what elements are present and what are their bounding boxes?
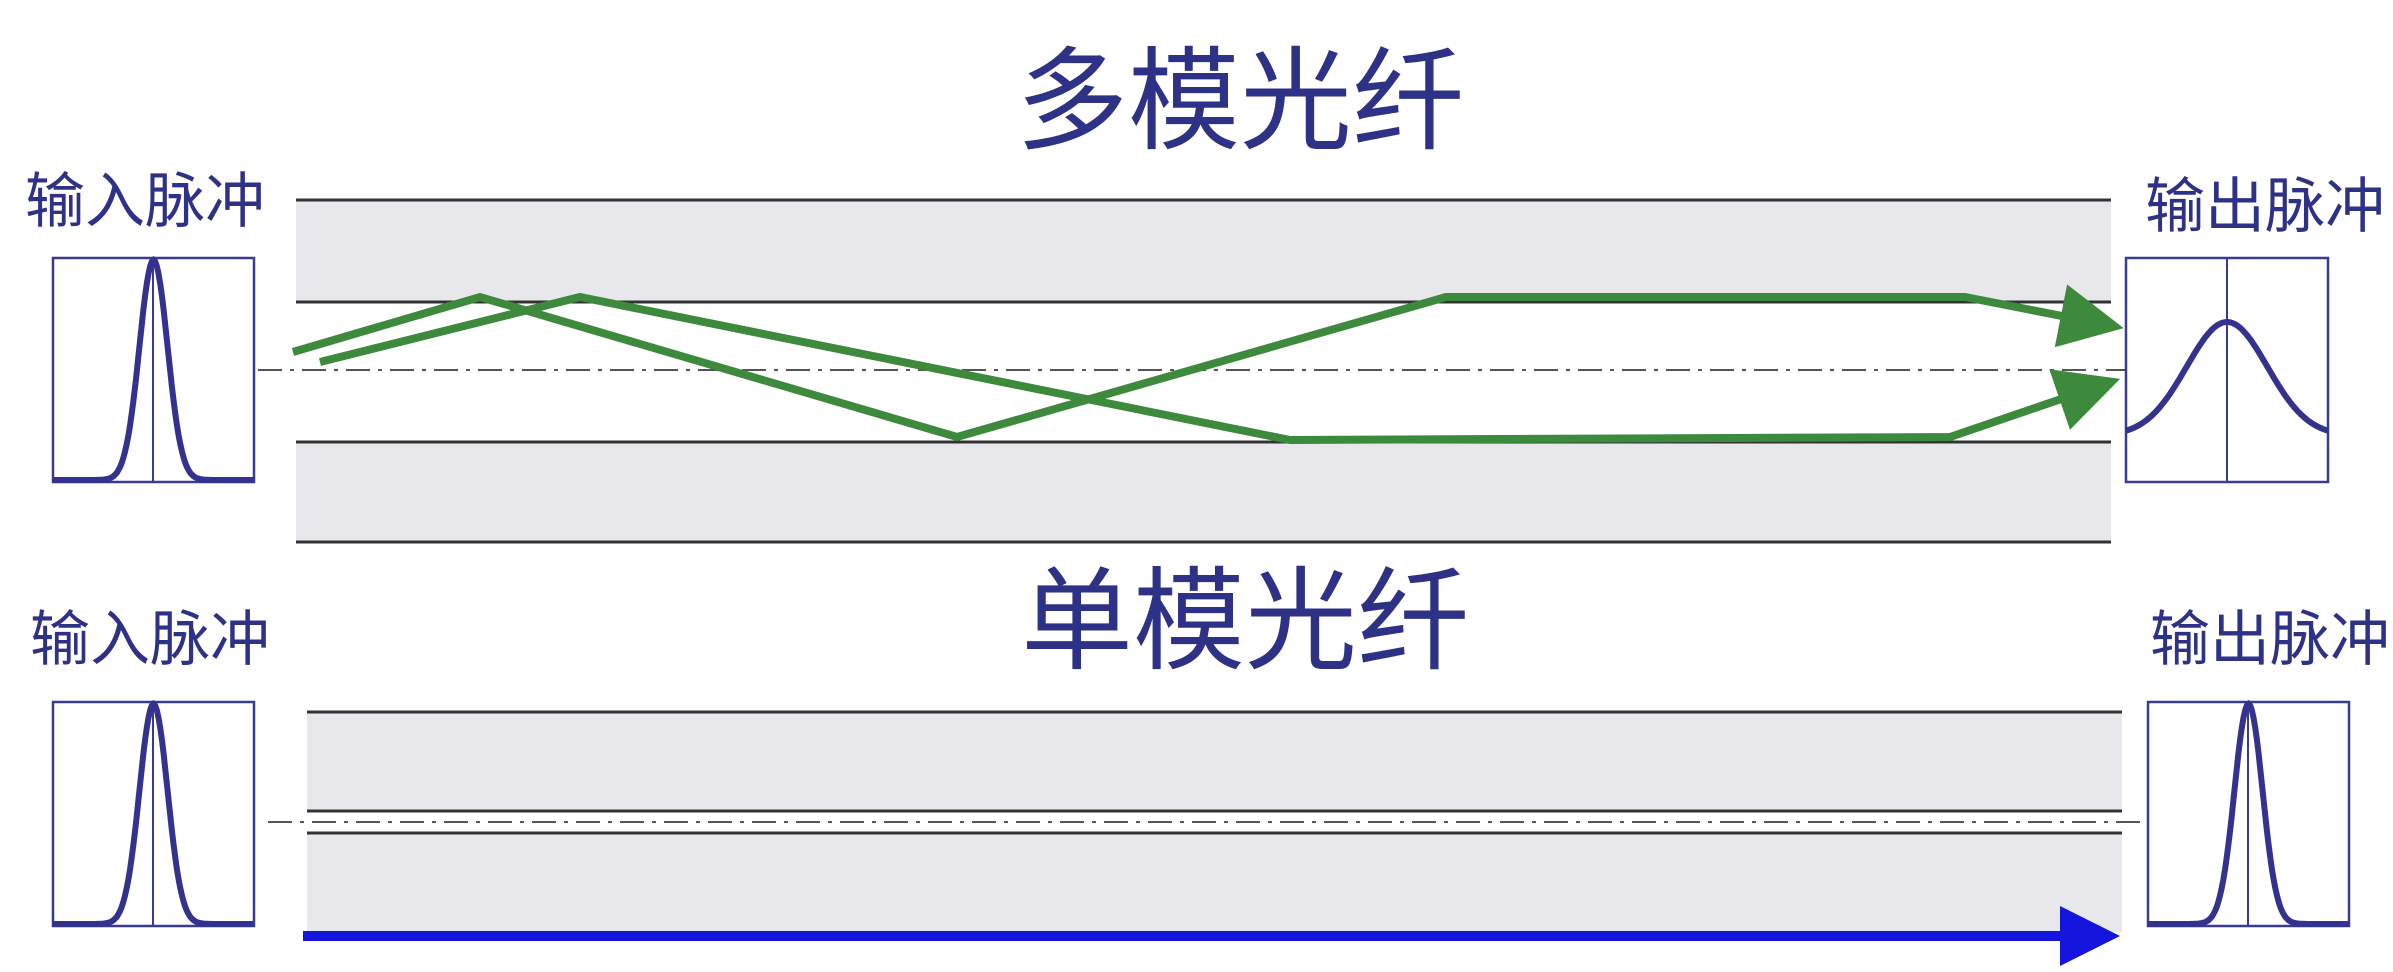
multimode-output-pulse-curve — [2125, 318, 2329, 434]
multimode-ray-2 — [319, 292, 2121, 445]
multimode-title: 多模光纤 — [1016, 37, 1464, 167]
singlemode-input-pulse-curve — [53, 699, 254, 927]
singlemode-output-pulse-curve — [2148, 699, 2349, 927]
singlemode-input-pulse — [51, 699, 256, 928]
multimode-section: 多模光纤 输入脉冲 输出脉冲 — [25, 37, 2385, 544]
singlemode-output-label: 输出脉冲 — [2150, 605, 2390, 675]
multimode-input-label: 输入脉冲 — [25, 167, 265, 237]
multimode-lower-cladding — [296, 442, 2111, 542]
multimode-output-pulse — [2124, 256, 2330, 484]
multimode-input-pulse-curve — [53, 255, 254, 483]
multimode-input-pulse — [51, 255, 256, 484]
singlemode-section: 单模光纤 输入脉冲 输出脉冲 — [30, 557, 2390, 966]
multimode-ray-1 — [291, 284, 2124, 442]
multimode-upper-cladding — [296, 200, 2111, 302]
singlemode-input-label: 输入脉冲 — [30, 605, 270, 675]
singlemode-title: 单模光纤 — [1021, 557, 1469, 687]
singlemode-output-pulse — [2146, 699, 2351, 928]
multimode-output-label: 输出脉冲 — [2145, 172, 2385, 242]
